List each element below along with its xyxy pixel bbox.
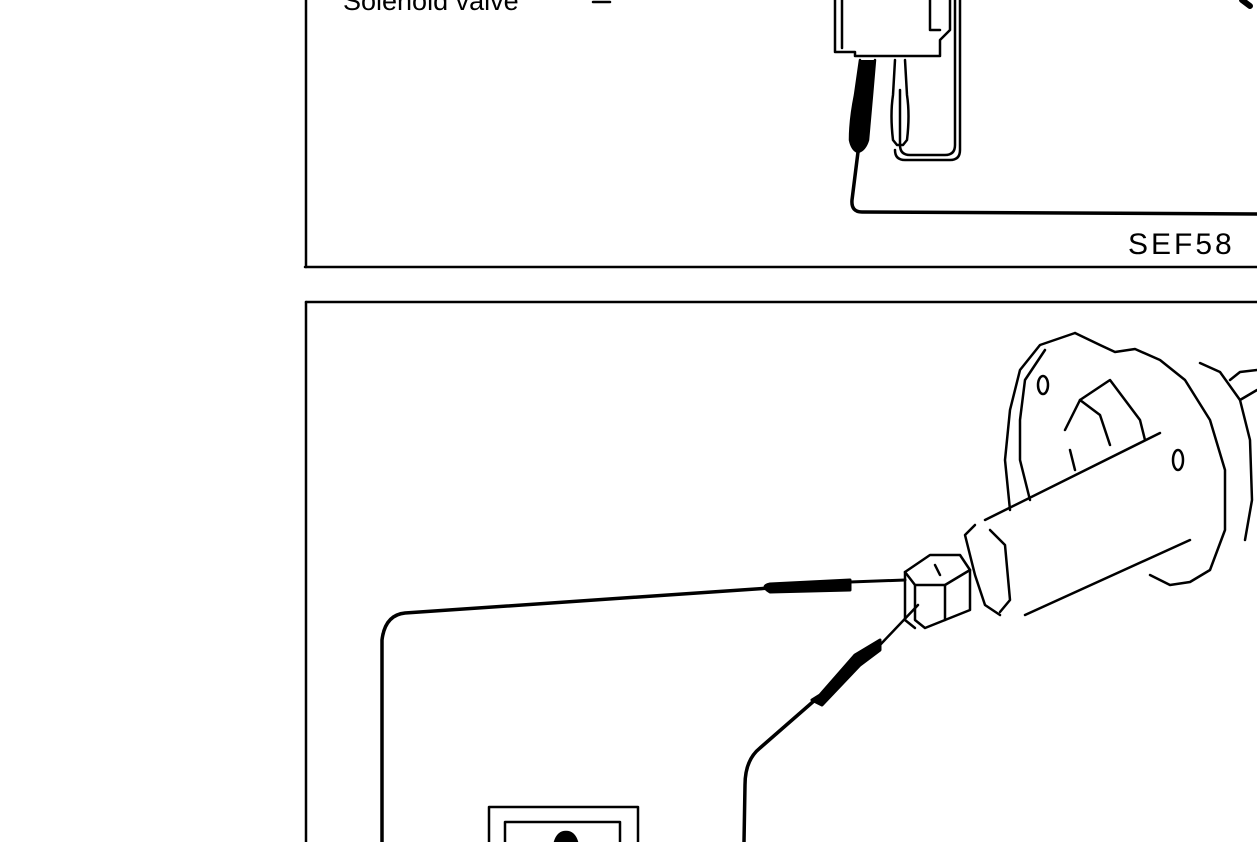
valve-assembly-drawing [903, 331, 1257, 630]
top-figure-frame [303, 0, 1257, 269]
bottom-figure-frame [304, 300, 1257, 842]
test-leads [380, 578, 920, 842]
ohmmeter-drawing [487, 805, 640, 842]
solenoid-valve-drawing [591, 0, 1257, 216]
figure-code-label: SEF58 [1128, 228, 1235, 261]
solenoid-valve-label: Solenoid valve [343, 0, 519, 16]
